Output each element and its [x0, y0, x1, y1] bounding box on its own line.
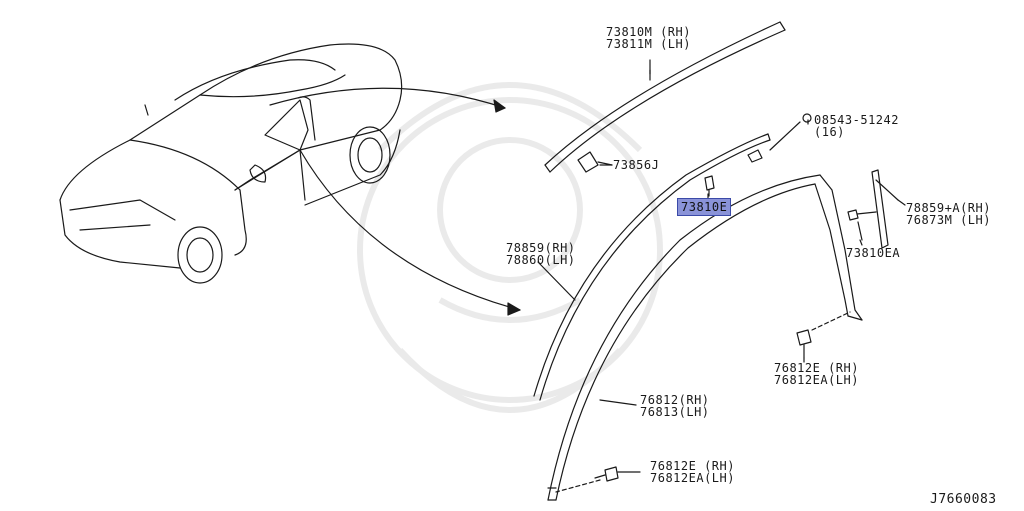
diagram-id: J7660083 [930, 492, 997, 507]
door-sash-molding [547, 174, 863, 501]
leader-73810ea [859, 239, 863, 246]
clip-76812e-bottom [555, 466, 641, 493]
clip-73856j [577, 151, 613, 173]
pillar-bracket [871, 169, 899, 249]
label-76812e-middle: 76812E (RH) 76812EA(LH) [774, 361, 859, 387]
clip-76812e-middle [796, 311, 851, 359]
arrow-to-lower-molding [299, 149, 521, 311]
leader-76812 [599, 399, 637, 406]
arrow-to-top-molding [269, 87, 506, 109]
leader-78859 [537, 261, 576, 301]
car-illustration [59, 43, 403, 284]
label-73810m: 73810M (RH) 73811M (LH) [606, 25, 691, 51]
label-73856j: 73856J [613, 158, 660, 172]
upper-door-molding [533, 133, 771, 401]
label-78859a: 78859+A(RH) 76873M (LH) [906, 201, 991, 227]
label-78859: 78859(RH) 78860(LH) [506, 241, 576, 267]
label-76812e-bottom: 76812E (RH) 76812EA(LH) [650, 459, 735, 485]
label-73810ea: 73810EA [846, 246, 901, 260]
clip-73810e [704, 175, 715, 197]
screw-08543 [747, 113, 812, 163]
bolt-73810ea [847, 209, 877, 241]
label-08543-51242: 08543-51242 (16) [814, 113, 899, 139]
label-76812: 76812(RH) 76813(LH) [640, 393, 710, 419]
label-73810e-highlighted[interactable]: 73810E [677, 198, 732, 216]
leader-78859a [897, 199, 906, 206]
